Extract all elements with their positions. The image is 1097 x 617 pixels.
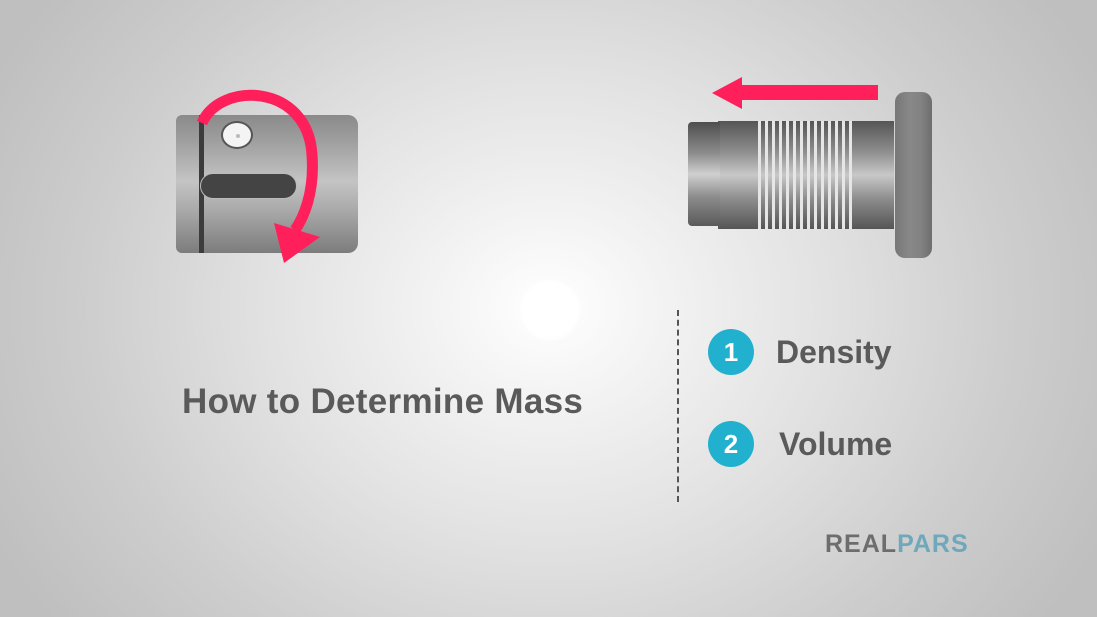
method-item-volume: 2 Volume	[708, 421, 892, 467]
device-slot	[200, 173, 297, 199]
method-item-density: 1 Density	[708, 329, 892, 375]
device-button	[221, 121, 253, 149]
dashed-divider	[677, 310, 679, 502]
logo-text-pars: PARS	[897, 530, 969, 558]
device-threads	[754, 121, 854, 229]
realpars-logo: REALPARS	[825, 530, 969, 559]
left-arrow-icon	[712, 77, 878, 109]
page-title: How to Determine Mass	[182, 382, 584, 421]
device-flange	[895, 92, 932, 258]
background-glow	[520, 280, 580, 340]
number-badge: 2	[708, 421, 754, 467]
logo-text-real: REAL	[825, 530, 898, 558]
method-label: Volume	[779, 425, 893, 462]
rotate-arrow-icon	[196, 89, 320, 263]
device-tip	[688, 122, 720, 226]
number-badge: 1	[708, 329, 754, 375]
method-label: Density	[776, 333, 892, 370]
